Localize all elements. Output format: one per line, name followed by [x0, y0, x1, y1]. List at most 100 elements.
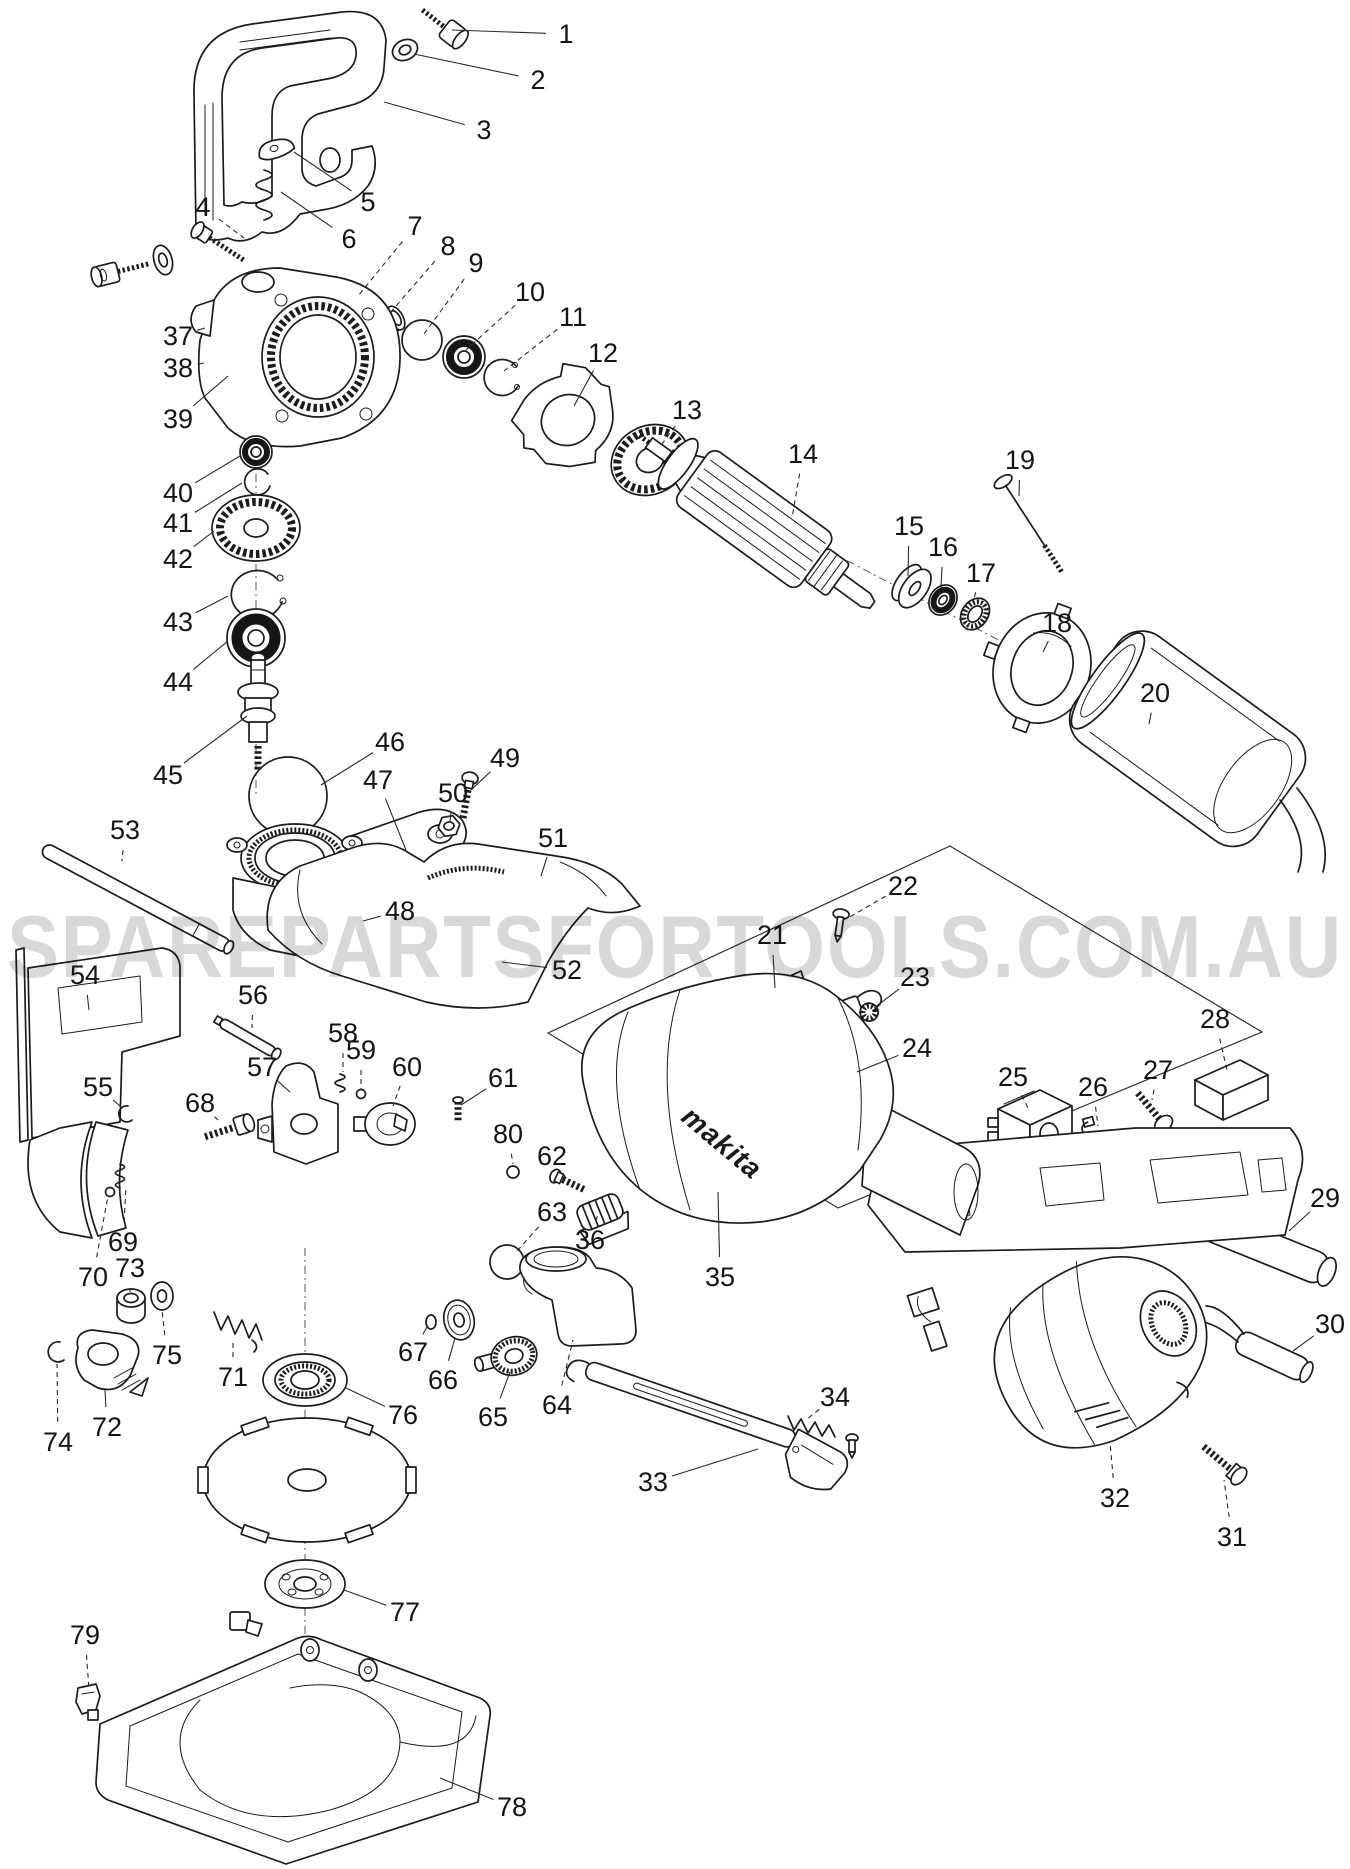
leader-line-28 — [1219, 1038, 1228, 1071]
part-label-3: 3 — [383, 101, 492, 145]
part-number-10: 10 — [515, 277, 545, 307]
part-number-29: 29 — [1310, 1183, 1340, 1213]
part-number-45: 45 — [153, 760, 183, 790]
part-label-18: 18 — [1042, 608, 1072, 653]
part-label-45: 45 — [153, 715, 248, 790]
part-label-6: 6 — [280, 191, 357, 254]
part-52-blade-cover — [266, 842, 641, 1009]
part-label-33: 33 — [638, 1448, 759, 1497]
part-14-armature — [637, 433, 876, 609]
part-label-59: 59 — [346, 1035, 376, 1090]
part-label-5: 5 — [293, 151, 376, 217]
part-label-66: 66 — [428, 1337, 458, 1395]
leader-line-27 — [1151, 1089, 1155, 1101]
part-42-gear — [211, 494, 301, 562]
part-number-26: 26 — [1078, 1072, 1108, 1102]
part-label-20: 20 — [1140, 678, 1170, 725]
leader-line-34 — [806, 1408, 820, 1420]
part-57-bracket — [257, 1062, 339, 1165]
part-label-53: 53 — [110, 815, 140, 862]
part-number-2: 2 — [530, 65, 545, 95]
leader-line-74 — [56, 1363, 59, 1423]
part-number-49: 49 — [490, 743, 520, 773]
part-70-ball — [104, 1186, 116, 1198]
part-label-41: 41 — [163, 482, 243, 538]
leader-line-42 — [193, 530, 215, 548]
part-number-16: 16 — [928, 532, 958, 562]
part-label-17: 17 — [966, 558, 996, 603]
part-number-35: 35 — [705, 1262, 735, 1292]
part-15-fan-washer — [891, 563, 932, 609]
part-number-6: 6 — [341, 224, 356, 254]
leader-line-45 — [183, 715, 248, 764]
part-62-screw — [549, 1168, 586, 1193]
part-80-o-ring — [506, 1165, 520, 1179]
part-label-78: 78 — [439, 1777, 527, 1822]
leader-line-5 — [293, 151, 352, 192]
part-73-sleeve-nut — [116, 1288, 146, 1324]
part-number-79: 79 — [70, 1620, 100, 1650]
leader-line-66 — [447, 1337, 456, 1361]
part-number-44: 44 — [163, 667, 193, 697]
part-4-socket-bolt — [90, 261, 150, 288]
part-label-49: 49 — [470, 743, 520, 791]
part-label-1: 1 — [451, 19, 574, 49]
part-label-2: 2 — [413, 53, 546, 95]
part-35-motor-housing: makita — [581, 972, 1304, 1253]
leader-line-17 — [972, 592, 977, 603]
part-number-47: 47 — [363, 765, 393, 795]
part-number-65: 65 — [478, 1402, 508, 1432]
part-number-51: 51 — [538, 823, 568, 853]
part-label-56: 56 — [238, 980, 268, 1029]
part-number-23: 23 — [900, 962, 930, 992]
part-number-19: 19 — [1005, 445, 1035, 475]
leader-line-25 — [1021, 1094, 1030, 1111]
leader-line-11 — [503, 328, 558, 372]
part-label-8: 8 — [389, 231, 456, 314]
leader-line-60 — [392, 1085, 401, 1107]
part-number-78: 78 — [497, 1792, 527, 1822]
part-number-58: 58 — [328, 1018, 358, 1048]
leader-line-26 — [1094, 1106, 1099, 1127]
part-16-bearing — [928, 584, 958, 616]
part-label-24: 24 — [856, 1033, 932, 1073]
part-label-46: 46 — [320, 727, 405, 786]
leader-line-64 — [561, 1339, 574, 1386]
part-4-screw — [190, 221, 246, 263]
part-label-22: 22 — [847, 871, 918, 919]
part-67-o-ring — [425, 1314, 437, 1330]
part-label-13: 13 — [661, 395, 702, 445]
part-number-50: 50 — [438, 778, 468, 808]
part-45-spindle — [237, 652, 279, 770]
part-label-32: 32 — [1100, 1441, 1130, 1513]
part-number-57: 57 — [247, 1052, 277, 1082]
part-50-nut — [437, 814, 461, 838]
part-label-28: 28 — [1200, 1004, 1230, 1071]
part-28-capacitor — [1194, 1059, 1269, 1121]
leader-line-29 — [1288, 1211, 1311, 1232]
part-number-34: 34 — [820, 1382, 850, 1412]
part-46-o-ring — [248, 756, 328, 836]
part-label-25: 25 — [998, 1062, 1030, 1111]
part-53-rod — [41, 844, 235, 955]
leader-line-76 — [345, 1387, 386, 1407]
part-56-pin — [213, 1015, 282, 1061]
part-label-21: 21 — [757, 920, 787, 989]
leader-line-7 — [357, 241, 403, 297]
part-number-8: 8 — [440, 231, 455, 261]
part-number-31: 31 — [1217, 1522, 1247, 1552]
part-20-field-stator — [1068, 630, 1327, 873]
leader-line-22 — [847, 895, 886, 919]
field-wire-1 — [1279, 799, 1303, 873]
part-41-snap-ring — [243, 468, 271, 496]
part-60-cam-knob — [353, 1102, 416, 1146]
part-78-base — [95, 1635, 492, 1865]
part-label-47: 47 — [363, 765, 407, 851]
part-79-clip — [75, 1683, 101, 1721]
part-number-38: 38 — [163, 353, 193, 383]
part-number-74: 74 — [43, 1427, 73, 1457]
part-69-spring — [114, 1163, 126, 1189]
part-number-48: 48 — [385, 896, 415, 926]
part-number-30: 30 — [1315, 1309, 1345, 1339]
